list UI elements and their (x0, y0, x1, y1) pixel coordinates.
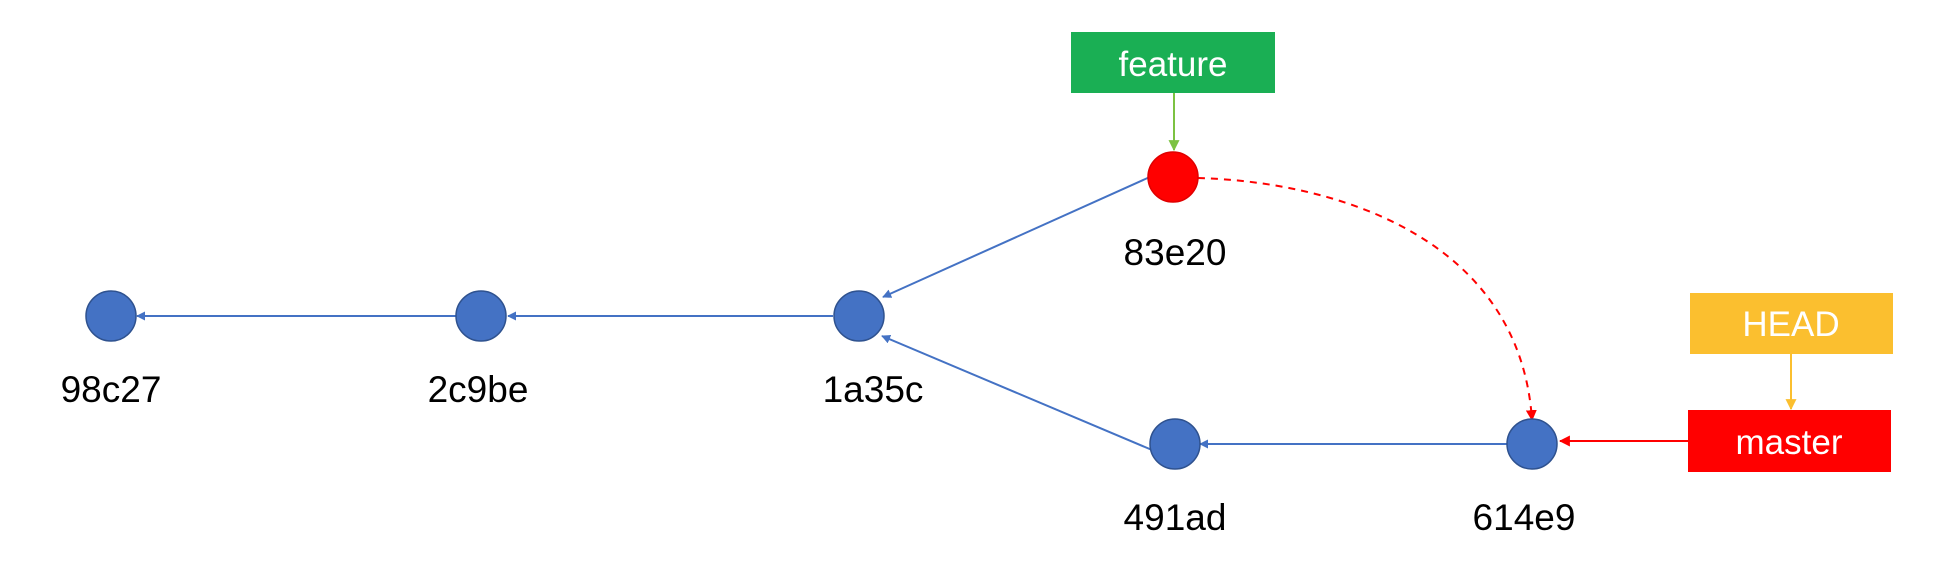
commit-node-83e20 (1147, 151, 1199, 203)
edge-491ad-to-1a35c (881, 335, 1153, 451)
commit-label-1a35c: 1a35c (823, 369, 924, 410)
feature-ref-box (1071, 32, 1275, 93)
head-ref-label: HEAD (1742, 305, 1839, 344)
head-ref-box (1690, 293, 1893, 354)
commit-node-2c9be (455, 290, 507, 342)
commit-node-614e9 (1506, 418, 1558, 470)
commit-label-614e9: 614e9 (1473, 497, 1576, 538)
feature-ref-label: feature (1119, 45, 1228, 84)
commit-node-491ad (1149, 418, 1201, 470)
commit-label-98c27: 98c27 (61, 369, 162, 410)
commit-label-491ad: 491ad (1124, 497, 1227, 538)
dashed-move-arrow (1197, 177, 1537, 422)
commit-label-2c9be: 2c9be (428, 369, 529, 410)
master-ref-label: master (1736, 423, 1843, 462)
commit-label-83e20: 83e20 (1124, 232, 1227, 273)
edge-83e20-to-1a35c (882, 175, 1153, 298)
commit-node-98c27 (85, 290, 137, 342)
master-ref-box (1688, 410, 1891, 472)
commit-node-1a35c (833, 290, 885, 342)
